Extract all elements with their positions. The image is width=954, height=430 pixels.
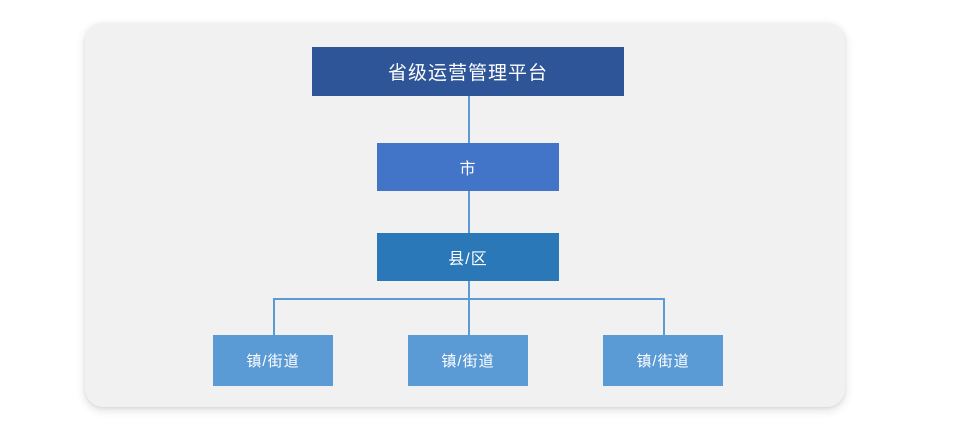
node-town-1[interactable]: 镇/街道 xyxy=(213,335,333,386)
node-town-3-label: 镇/街道 xyxy=(636,353,690,370)
node-county-label: 县/区 xyxy=(448,251,488,268)
connector-city-to-county xyxy=(468,191,470,233)
node-county[interactable]: 县/区 xyxy=(377,233,559,281)
node-town-2-label: 镇/街道 xyxy=(441,353,495,370)
connector-bus-to-town-1 xyxy=(273,298,275,335)
node-town-1-label: 镇/街道 xyxy=(246,353,300,370)
connector-bus-to-town-3 xyxy=(663,298,665,335)
node-town-2[interactable]: 镇/街道 xyxy=(408,335,528,386)
diagram-panel: 省级运营管理平台 市 县/区 镇/街道 镇/街道 镇/街道 xyxy=(85,23,845,407)
node-city[interactable]: 市 xyxy=(377,143,559,191)
connector-bus-to-town-2 xyxy=(468,298,470,335)
connector-province-to-city xyxy=(468,96,470,143)
node-province-label: 省级运营管理平台 xyxy=(387,63,548,84)
connector-county-to-bus xyxy=(468,281,470,298)
node-province[interactable]: 省级运营管理平台 xyxy=(312,47,624,96)
node-town-3[interactable]: 镇/街道 xyxy=(603,335,723,386)
node-city-label: 市 xyxy=(459,161,477,178)
